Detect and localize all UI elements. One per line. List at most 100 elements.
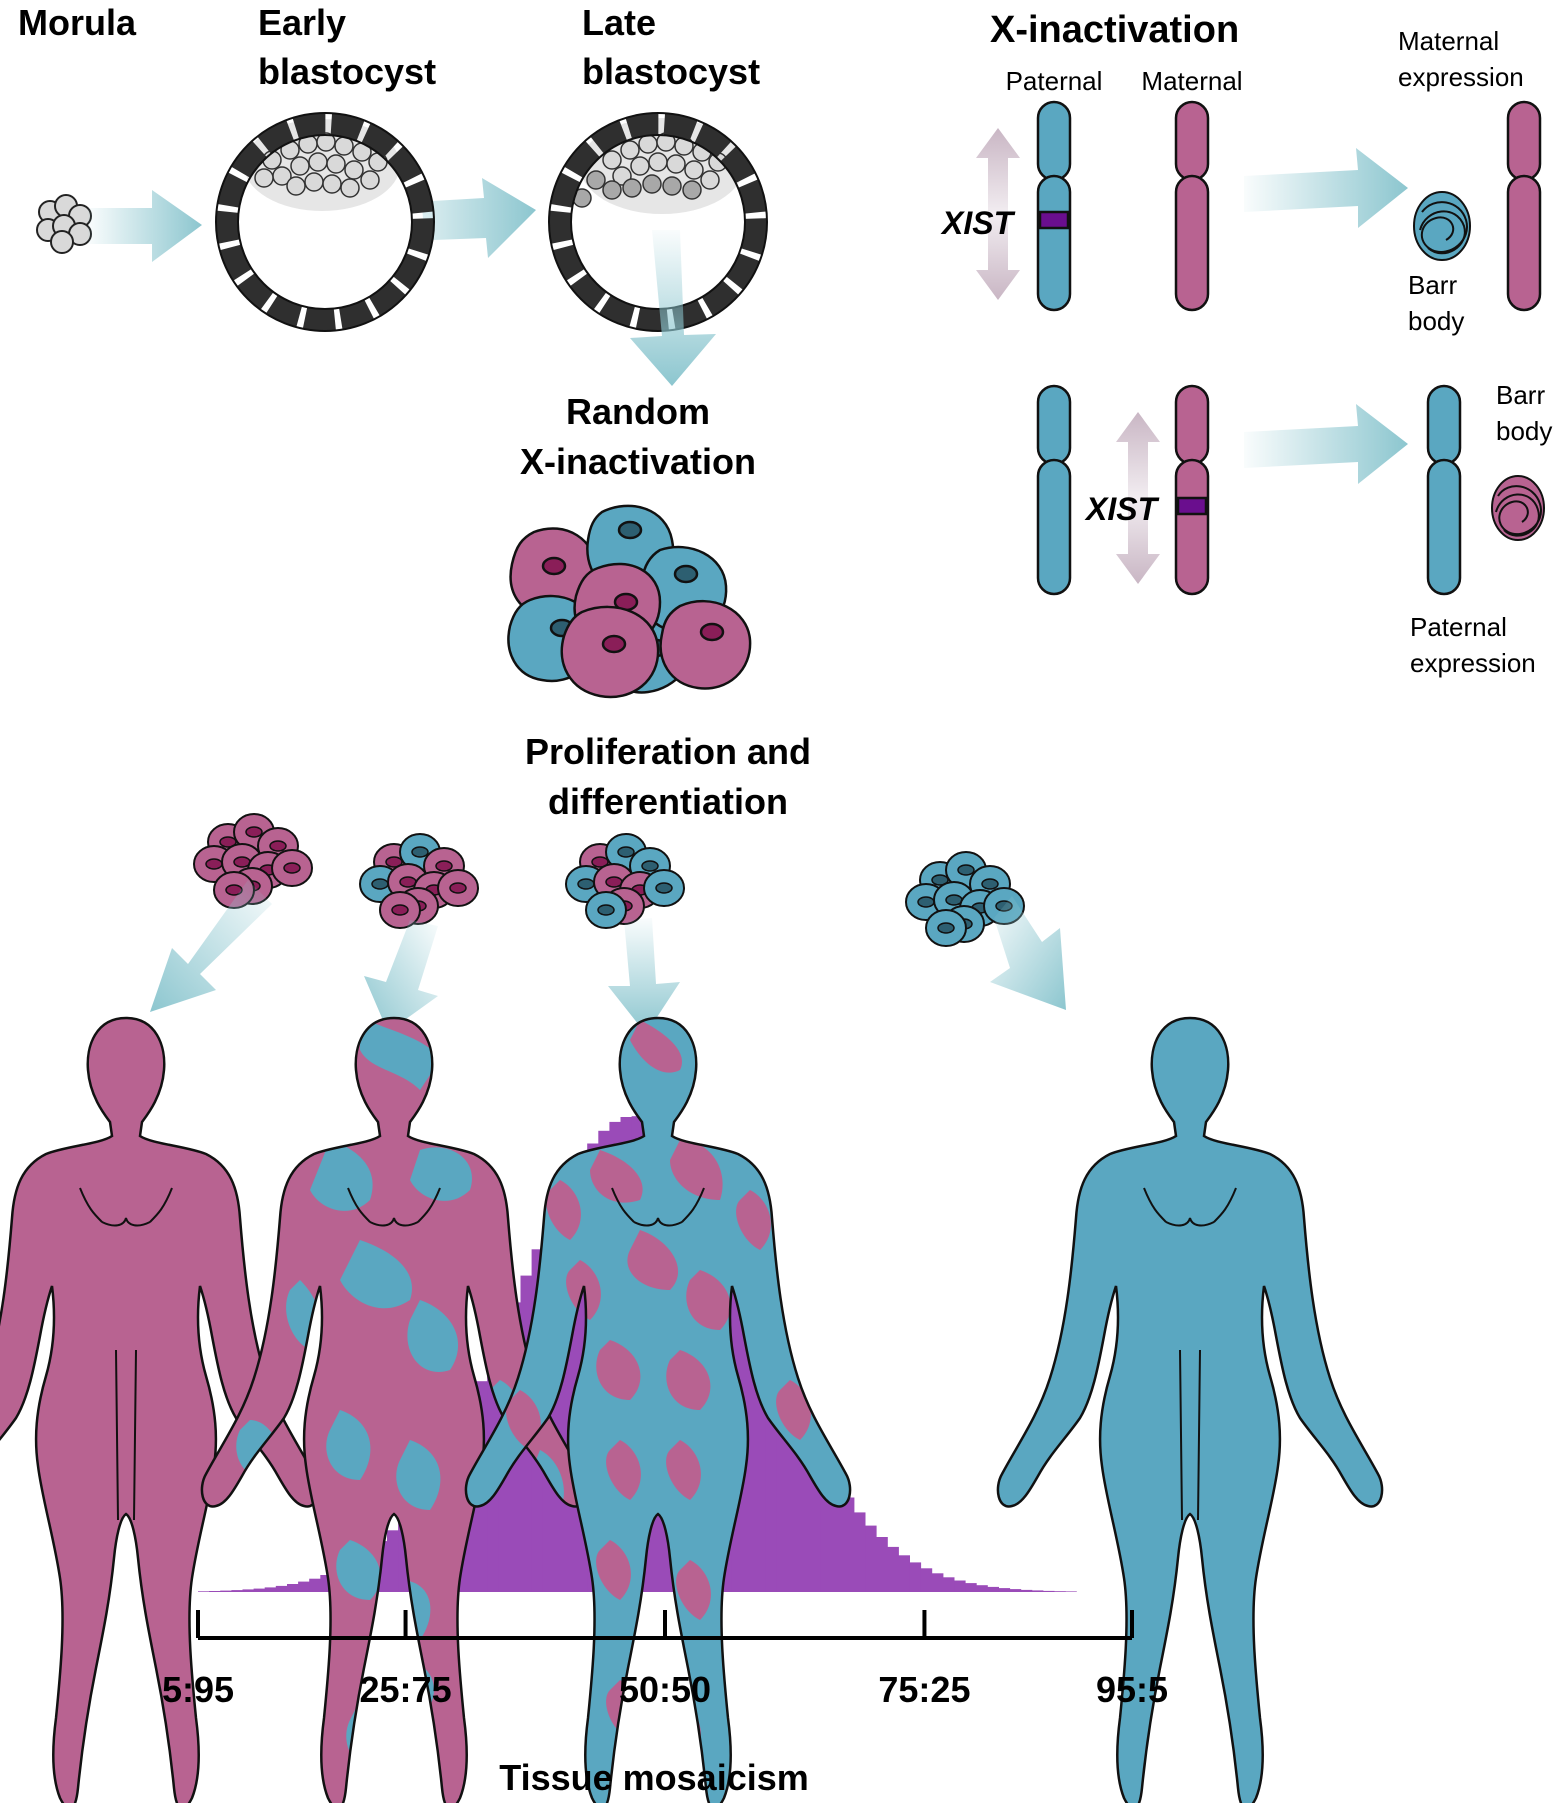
axis-tick-label: 95:5 [1096, 1669, 1168, 1710]
axis-tick-label: 50:50 [619, 1669, 711, 1710]
histogram-bar [387, 1530, 399, 1592]
histogram-bar [854, 1512, 866, 1592]
proliferation-label-1: Proliferation and [525, 731, 811, 772]
arrow-cluster1-to-body1 [150, 880, 272, 1012]
maternal-label: Maternal [1141, 66, 1242, 96]
random-x-cell-cluster [507, 504, 752, 699]
barr-body-label-2a: Barr [1496, 380, 1545, 410]
cluster-cell-nucleus [931, 874, 949, 886]
histogram-bar [564, 1178, 577, 1592]
cluster-cell-nucleus [391, 904, 409, 916]
histogram-bar [798, 1419, 810, 1592]
histogram-bar [987, 1586, 999, 1592]
histogram-bar [264, 1587, 277, 1592]
histogram-bar [965, 1583, 977, 1592]
early-blastocyst-label-2: blastocyst [258, 51, 436, 92]
early-blastocyst-label-1: Early [258, 2, 346, 43]
histogram-bar [931, 1573, 944, 1592]
random-x-label-2: X-inactivation [520, 441, 756, 482]
xist-double-arrow-1 [976, 128, 1020, 300]
body-all-paternal [996, 1016, 1384, 1803]
histogram-bar [776, 1371, 788, 1592]
histogram-bar [898, 1555, 910, 1592]
histogram-bar [231, 1590, 243, 1592]
histogram-bar [1065, 1591, 1077, 1592]
cluster-cell-nucleus [385, 856, 403, 868]
axis-title: Tissue mosaicism [499, 1757, 809, 1798]
histogram-bar [998, 1588, 1011, 1592]
xist-double-arrow-2 [1116, 412, 1160, 584]
histogram-bar [309, 1578, 321, 1592]
histogram-bar [787, 1396, 799, 1592]
cluster-cell-nucleus [917, 896, 935, 908]
histogram-bar [1031, 1590, 1044, 1592]
maternal-active-chromosome [1506, 100, 1542, 312]
xist-label-1: XIST [940, 205, 1016, 241]
histogram-bar [887, 1546, 899, 1592]
cluster-cell-nucleus [283, 862, 301, 874]
histogram-bar [920, 1568, 933, 1592]
cluster-cell-nucleus [617, 846, 635, 858]
late-blastocyst [548, 112, 768, 332]
paternal-chromosome-2 [1036, 384, 1072, 596]
paternal-active-chromosome [1426, 384, 1462, 596]
histogram-bar [1020, 1589, 1033, 1592]
xist-label-2: XIST [1084, 491, 1160, 527]
body-all-maternal [0, 1016, 320, 1803]
late-blastocyst-label-1: Late [582, 2, 656, 43]
histogram-bar [298, 1581, 310, 1592]
early-blastocyst [215, 112, 435, 332]
histogram-bar [809, 1441, 821, 1592]
histogram-bar [1054, 1591, 1066, 1592]
cluster-cell-nucleus [205, 858, 223, 870]
histogram-bar [876, 1537, 888, 1592]
late-blastocyst-label-2: blastocyst [582, 51, 760, 92]
proliferation-label-2: differentiation [548, 781, 788, 822]
cluster-cell-nucleus [957, 864, 975, 876]
cluster-cell-nucleus [597, 904, 615, 916]
cluster-cell-nucleus [655, 882, 673, 894]
axis-tick-label: 75:25 [878, 1669, 970, 1710]
histogram-bar [954, 1580, 966, 1592]
histogram-bar [253, 1588, 266, 1592]
arrow-cluster4-to-body4 [990, 896, 1066, 1010]
cluster-cell-nucleus [937, 922, 955, 934]
paternal-label: Paternal [1006, 66, 1103, 96]
histogram-bar [865, 1525, 877, 1592]
cluster-all-paternal [905, 851, 1025, 947]
histogram-bar [831, 1480, 844, 1592]
cluster-cell-nucleus [269, 840, 287, 852]
barr-body-maternal [1491, 475, 1545, 541]
mosaicism-axis [196, 1610, 1134, 1640]
cluster-mostly-maternal [359, 833, 479, 929]
histogram-bar [198, 1591, 210, 1592]
histogram-bar [553, 1200, 566, 1592]
histogram-bar [242, 1589, 254, 1592]
arrow-morula-to-early [88, 190, 202, 262]
arrow-to-paternal-expression [1244, 404, 1408, 484]
maternal-expression-label-1: Maternal [1398, 26, 1499, 56]
x-inactivation-title: X-inactivation [990, 9, 1239, 51]
histogram-bar [820, 1462, 833, 1592]
cluster-cell-nucleus [371, 878, 389, 890]
histogram-bar [943, 1577, 955, 1592]
arrow-to-maternal-expression [1244, 148, 1408, 228]
histogram-bar [909, 1562, 922, 1592]
histogram-bar [1043, 1590, 1055, 1592]
arrow-to-random-x [630, 230, 716, 386]
histogram-bar [765, 1345, 777, 1592]
histogram-bar [976, 1585, 988, 1592]
cluster-cell-nucleus [577, 878, 595, 890]
histogram-bar [842, 1497, 855, 1592]
morula-label: Morula [18, 2, 137, 43]
histogram-bar [287, 1584, 299, 1592]
barr-body-label-2b: body [1496, 416, 1552, 446]
morula-cluster [36, 194, 92, 254]
histogram-bar [220, 1590, 232, 1592]
arrow-cluster2-to-body2 [364, 920, 438, 1032]
cluster-cell-nucleus [641, 860, 659, 872]
axis-tick-label: 5:95 [162, 1669, 234, 1710]
random-x-label-1: Random [566, 391, 710, 432]
histogram-bar [398, 1517, 410, 1592]
